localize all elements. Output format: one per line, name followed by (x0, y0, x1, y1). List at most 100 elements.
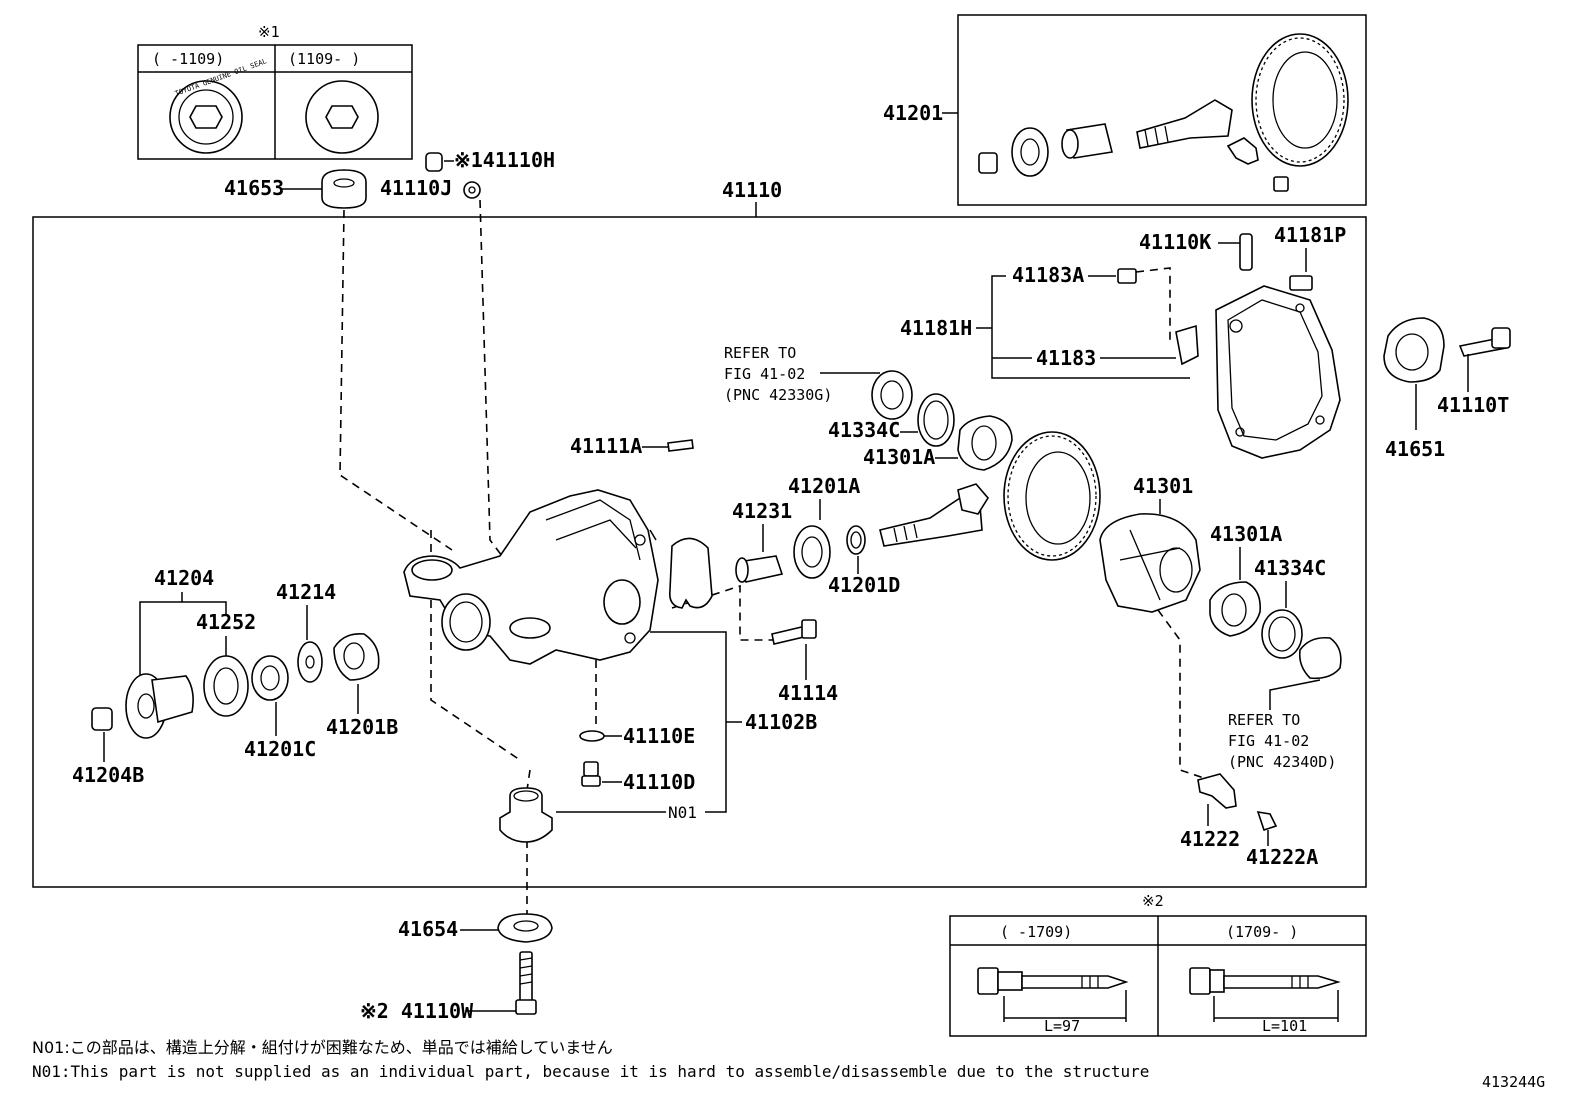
collapsible-spacer-icon (1061, 123, 1113, 159)
bolt-41114-icon (771, 619, 817, 645)
label-41654: 41654 (398, 917, 458, 941)
pinion-nut-icon (978, 152, 998, 174)
rear-cover-icon (1215, 285, 1341, 459)
bracket-plate-icon (1175, 324, 1199, 366)
label-41201B: 41201B (326, 715, 398, 739)
label-41110E: 41110E (623, 724, 695, 748)
oil-seal-left-icon (251, 655, 289, 701)
label-41102B: 41102B (745, 710, 817, 734)
label-41110T: 41110T (1437, 393, 1509, 417)
breather-plug-icon (425, 152, 443, 172)
label-41301A-top: 41301A (863, 445, 935, 469)
label-41201C: 41201C (244, 737, 316, 761)
label-41110: 41110 (722, 178, 782, 202)
label-41222A: 41222A (1246, 845, 1318, 869)
oil-seal-plug-new-icon (305, 80, 379, 154)
front-bearing-icon (333, 632, 380, 681)
bolt-l101-icon (1189, 967, 1341, 1022)
ring-gear-main-icon (1003, 431, 1101, 561)
pinion-gear-icon (1136, 99, 1233, 149)
rear-mount-cushion-icon (1383, 317, 1445, 383)
differential-case-icon (1099, 513, 1201, 613)
diagram-id: 413244G (1482, 1073, 1545, 1091)
note-english: N01:This part is not supplied as an indi… (32, 1062, 1149, 1081)
refer-bottom-line3: (PNC 42340D) (1228, 753, 1336, 771)
lock-bolt-icon (1256, 810, 1278, 832)
bolt-l97-icon (977, 967, 1129, 1022)
label-41334C-right: 41334C (1254, 556, 1326, 580)
ring-gear-icon (1251, 33, 1349, 167)
inset-1-mark: ※1 (258, 23, 280, 41)
label-41222: 41222 (1180, 827, 1240, 851)
inset-2-col2-range: (1709- ) (1226, 923, 1298, 941)
mount-bushing-icon (499, 787, 553, 843)
refer-top-line1: REFER TO (724, 344, 796, 362)
label-41204B: 41204B (72, 763, 144, 787)
inset-1-col2-range: (1109- ) (288, 50, 360, 68)
inset-1-col1-range: ( -1109) (152, 50, 224, 68)
label-N01: N01 (668, 803, 697, 822)
drain-plug-icon (581, 761, 601, 787)
assembly-frame (32, 216, 1367, 888)
refer-top-line3: (PNC 42330G) (724, 386, 832, 404)
label-41201: 41201 (883, 101, 943, 125)
label-41651: 41651 (1385, 437, 1445, 461)
small-bolt-icon (1117, 268, 1137, 284)
label-41110J: 41110J (380, 176, 452, 200)
refer-top-line2: FIG 41-02 (724, 365, 805, 383)
label-41201D: 41201D (828, 573, 900, 597)
flange-nut-icon (91, 707, 113, 731)
side-bearing-icon (957, 415, 1013, 471)
refer-to-note-bottom: REFER TO FIG 41-02 (PNC 42340D) (1228, 711, 1336, 771)
carrier-bearing-group-top: 41334C 41301A (828, 393, 1013, 471)
oil-seal-front-icon (871, 370, 913, 420)
drain-gasket-icon (579, 730, 605, 742)
drive-pinion-main-icon (879, 483, 989, 547)
oil-seal-right-icon (1298, 636, 1342, 680)
side-bearing-right-icon (1209, 581, 1262, 637)
inset-2-length-1: L=97 (1044, 1017, 1080, 1035)
bolt-small-icon (1226, 137, 1289, 192)
lock-plate-icon (1197, 773, 1237, 809)
label-41111A: 41111A (570, 434, 642, 458)
mount-bolt-icon (1458, 327, 1511, 357)
hole-plug-icon (321, 169, 367, 209)
label-41231: 41231 (732, 499, 792, 523)
inset-1-box: ※1 ( -1109) (1109- ) TOYOTA GENUINE OIL … (137, 23, 413, 160)
adjusting-washer-right-icon (1261, 609, 1303, 659)
refer-bottom-line1: REFER TO (1228, 711, 1300, 729)
inset-2-box: ※2 ( -1709) (1709- ) L=97 (949, 892, 1367, 1037)
pinion-bearing-front-icon (1011, 127, 1049, 177)
carrier-housing-icon (403, 489, 659, 665)
bearing-spacer-icon (735, 555, 784, 583)
label-41214: 41214 (276, 580, 336, 604)
gasket-small-icon (463, 181, 481, 199)
label-41301: 41301 (1133, 474, 1193, 498)
refer-to-note-top: REFER TO FIG 41-02 (PNC 42330G) (724, 344, 913, 420)
refer-bottom-line2: FIG 41-02 (1228, 732, 1309, 750)
dowel-pin-icon (667, 439, 694, 452)
oil-slinger-icon (297, 641, 323, 683)
label-41653: 41653 (224, 176, 284, 200)
top-plug-group: 41653 41110J ※141110H (224, 148, 555, 209)
label-41183: 41183 (1036, 346, 1096, 370)
companion-flange-group: 41204 41252 41214 41201B 41 (72, 566, 398, 787)
dust-deflector-icon (203, 655, 249, 717)
rear-cover-group: 41110K 41181P 41183A 41181H 41183 (900, 223, 1511, 461)
label-41110W: ※2 41110W (360, 999, 474, 1023)
label-41301A-right: 41301A (1210, 522, 1282, 546)
label-41183A: 41183A (1012, 263, 1084, 287)
label-41201A: 41201A (788, 474, 860, 498)
note-japanese: N01:この部品は、構造上分解・組付けが困難なため、単品では補給していません (32, 1038, 613, 1057)
label-41110D: 41110D (623, 770, 695, 794)
companion-flange-icon (125, 673, 194, 739)
label-41252: 41252 (196, 610, 256, 634)
label-41110H: ※141110H (454, 148, 555, 172)
label-41204: 41204 (154, 566, 214, 590)
inset-2-col1-range: ( -1709) (1000, 923, 1072, 941)
pinion-washer-icon (846, 525, 866, 555)
breather-valve-icon (1239, 233, 1253, 271)
label-41114: 41114 (778, 681, 838, 705)
mount-bolt-long-icon (515, 951, 537, 1015)
